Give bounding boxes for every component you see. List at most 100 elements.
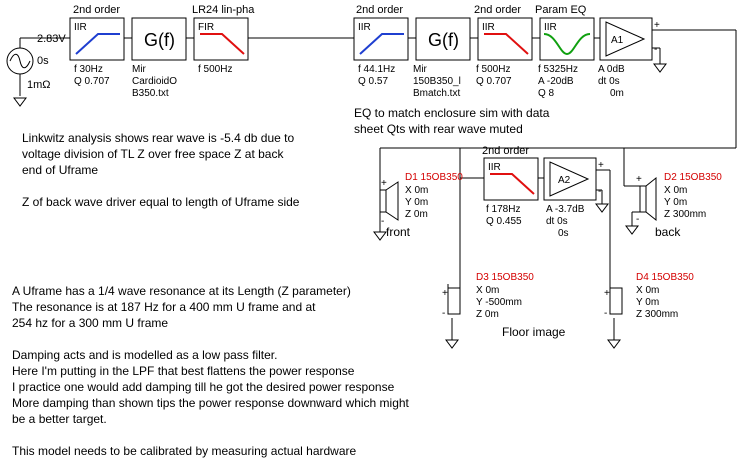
block-param: f 178Hz <box>486 204 520 215</box>
block-param: 150B350_l <box>413 76 461 87</box>
source-phase: 0s <box>37 55 49 67</box>
lowpass-curve-icon <box>490 173 535 195</box>
note-line: More damping than shown tips the power r… <box>12 396 410 410</box>
block-header: 2nd order <box>356 4 403 16</box>
speaker-icon[interactable]: + - <box>604 287 623 319</box>
block-tag: IIR <box>544 22 557 33</box>
driver-param: X 0m <box>636 285 659 296</box>
driver-param: Y 0m <box>405 197 428 208</box>
amp-param: A -3.7dB <box>546 204 585 215</box>
driver-param: Y 0m <box>664 197 687 208</box>
amplifier-a1[interactable]: A1 + - <box>599 17 660 61</box>
driver-param: Z 300mm <box>664 209 706 220</box>
block-param: Q 0.707 <box>74 76 110 87</box>
filter-block-param-eq[interactable]: IIR <box>539 17 595 61</box>
block-param: Q 0.455 <box>486 216 522 227</box>
driver-name: D2 15OB350 <box>664 172 722 183</box>
ground-icon <box>625 225 639 235</box>
svg-text:-: - <box>442 308 445 319</box>
driver-param: Z 0m <box>405 209 428 220</box>
filter-block-iir-lowpass[interactable]: IIR <box>483 157 539 201</box>
filter-block-iir-highpass[interactable]: IIR <box>69 17 125 61</box>
note-line: end of Uframe <box>22 163 98 177</box>
transfer-function-block[interactable]: G(f) <box>415 17 471 61</box>
transfer-function-block[interactable]: G(f) <box>131 17 187 61</box>
block-param: f 44.1Hz <box>358 64 395 75</box>
amp-param: 0m <box>610 88 624 99</box>
svg-text:+: + <box>381 178 387 189</box>
block-param: Mir <box>413 64 428 75</box>
source-resistance: 1mΩ <box>27 79 51 91</box>
notch-curve-icon <box>543 33 591 56</box>
ground-icon <box>373 231 387 241</box>
note-line: A Uframe has a 1/4 wave resonance at its… <box>12 284 351 298</box>
note-line: 254 hz for a 300 mm U frame <box>12 316 168 330</box>
block-header: 2nd order <box>482 145 529 157</box>
filter-block-iir-lowpass[interactable]: IIR <box>477 17 533 61</box>
amp-label: A1 <box>611 35 624 46</box>
minus-terminal: - <box>598 186 601 197</box>
eq-note-line: EQ to match enclosure sim with data <box>354 106 550 120</box>
driver-param: X 0m <box>664 185 687 196</box>
note-line: The resonance is at 187 Hz for a 400 mm … <box>12 300 316 314</box>
filter-block-fir-lowpass[interactable]: FIR <box>193 17 249 61</box>
block-param: CardioidO <box>132 76 177 87</box>
note-line: voltage division of TL Z over free space… <box>22 147 284 161</box>
ground-icon <box>595 203 609 213</box>
plus-terminal: + <box>598 160 604 171</box>
amplifier-a2[interactable]: A2 + - <box>543 157 604 201</box>
driver-name: D3 15OB350 <box>476 272 534 283</box>
driver-caption: Floor image <box>502 325 566 339</box>
speaker-icon[interactable]: + - <box>442 287 461 319</box>
svg-text:-: - <box>604 308 607 319</box>
svg-text:-: - <box>636 214 639 225</box>
block-param: Q 8 <box>538 88 555 99</box>
block-tag: IIR <box>488 162 501 173</box>
block-param: Mir <box>132 64 147 75</box>
block-tag: IIR <box>358 22 371 33</box>
block-header: Param EQ <box>535 4 587 16</box>
driver-param: Y 0m <box>636 297 659 308</box>
ground-icon <box>653 63 667 73</box>
block-header: LR24 lin-pha <box>192 4 255 16</box>
highpass-curve-icon <box>359 33 404 55</box>
lowpass-curve-icon <box>200 33 245 55</box>
note-line: Z of back wave driver equal to length of… <box>22 195 300 209</box>
ground-icon <box>607 339 621 349</box>
block-param: f 30Hz <box>74 64 103 75</box>
source-voltage: 2.83V <box>37 33 66 45</box>
amp-param: dt 0s <box>546 216 568 227</box>
ground-icon <box>13 97 27 107</box>
gf-label: G(f) <box>428 30 459 50</box>
driver-param: Z 0m <box>476 309 499 320</box>
svg-text:-: - <box>381 216 384 227</box>
block-param: Bmatch.txt <box>413 88 460 99</box>
block-header: 2nd order <box>73 4 120 16</box>
driver-param: Z 300mm <box>636 309 678 320</box>
minus-terminal: - <box>654 44 657 55</box>
speaker-icon[interactable]: + - <box>636 174 657 225</box>
block-tag: IIR <box>482 22 495 33</box>
filter-block-iir-highpass[interactable]: IIR <box>353 17 409 61</box>
wires <box>19 29 737 340</box>
svg-text:+: + <box>636 174 642 185</box>
note-line: Linkwitz analysis shows rear wave is -5.… <box>22 131 294 145</box>
voltage-source[interactable] <box>6 47 34 75</box>
note-line: I practice one would add damping till he… <box>12 380 395 394</box>
block-tag: FIR <box>198 22 214 33</box>
block-tag: IIR <box>74 22 87 33</box>
note-line: This model needs to be calibrated by mea… <box>12 444 357 458</box>
ground-icon <box>445 339 459 349</box>
block-param: f 500Hz <box>476 64 510 75</box>
driver-name: D1 15OB350 <box>405 172 463 183</box>
lowpass-curve-icon <box>484 33 529 55</box>
block-param: Q 0.57 <box>358 76 388 87</box>
speaker-icon[interactable]: + - <box>379 178 399 227</box>
eq-note-line: sheet Qts with rear wave muted <box>354 122 523 136</box>
amp-param: 0s <box>558 228 569 239</box>
amp-label: A2 <box>558 175 571 186</box>
gf-label: G(f) <box>144 30 175 50</box>
block-param: f 500Hz <box>198 64 232 75</box>
driver-param: X 0m <box>405 185 428 196</box>
